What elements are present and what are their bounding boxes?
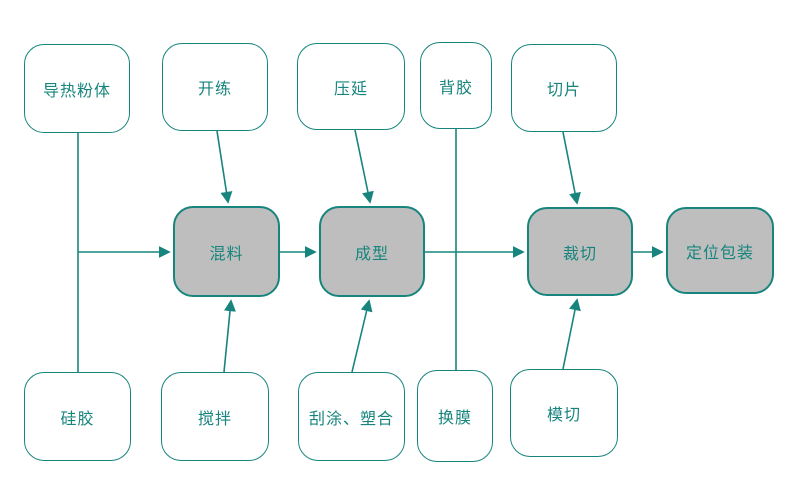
node-stirring-label: 搅拌 [197, 408, 232, 428]
node-film-change: 换膜 [417, 370, 493, 462]
node-slicing: 切片 [511, 44, 617, 132]
edge-scrapecoat-to-forming [351, 299, 373, 373]
edge-kneading-to-mixing [216, 130, 233, 204]
node-mixing-label: 混料 [209, 243, 244, 263]
node-positioning-packaging-label: 定位包装 [685, 242, 754, 262]
node-backing-adhesive: 背胶 [420, 42, 492, 129]
node-forming-label: 成型 [354, 243, 389, 263]
edge-calendering-to-forming [354, 129, 374, 204]
node-kneading: 开练 [162, 43, 268, 131]
node-calendering: 压延 [297, 43, 405, 130]
node-slicing-label: 切片 [546, 80, 581, 99]
node-forming: 成型 [319, 206, 425, 297]
edge-stirring-to-mixing [223, 299, 236, 373]
node-silicone-label: 硅胶 [60, 408, 95, 428]
node-die-cutting: 模切 [510, 369, 618, 457]
node-thermal-powder: 导热粉体 [24, 44, 130, 133]
node-silicone: 硅胶 [24, 372, 131, 461]
node-film-change-label: 换膜 [437, 408, 472, 427]
node-kneading-label: 开练 [197, 79, 232, 98]
node-thermal-powder-label: 导热粉体 [42, 80, 111, 100]
node-scrape-coat-laminate: 刮涂、塑合 [298, 372, 405, 461]
node-scrape-coat-laminate-label: 刮涂、塑合 [308, 408, 394, 428]
node-die-cutting-label: 模切 [546, 405, 581, 424]
node-positioning-packaging: 定位包装 [666, 207, 774, 294]
node-cutting-label: 裁切 [562, 243, 597, 263]
node-cutting: 裁切 [527, 207, 633, 296]
node-mixing: 混料 [173, 206, 280, 297]
edge-slicing-to-cutting [562, 131, 581, 205]
node-backing-adhesive-label: 背胶 [438, 77, 473, 97]
node-calendering-label: 压延 [333, 78, 368, 98]
node-stirring: 搅拌 [161, 372, 269, 461]
edge-diecutting-to-cutting [562, 298, 581, 370]
